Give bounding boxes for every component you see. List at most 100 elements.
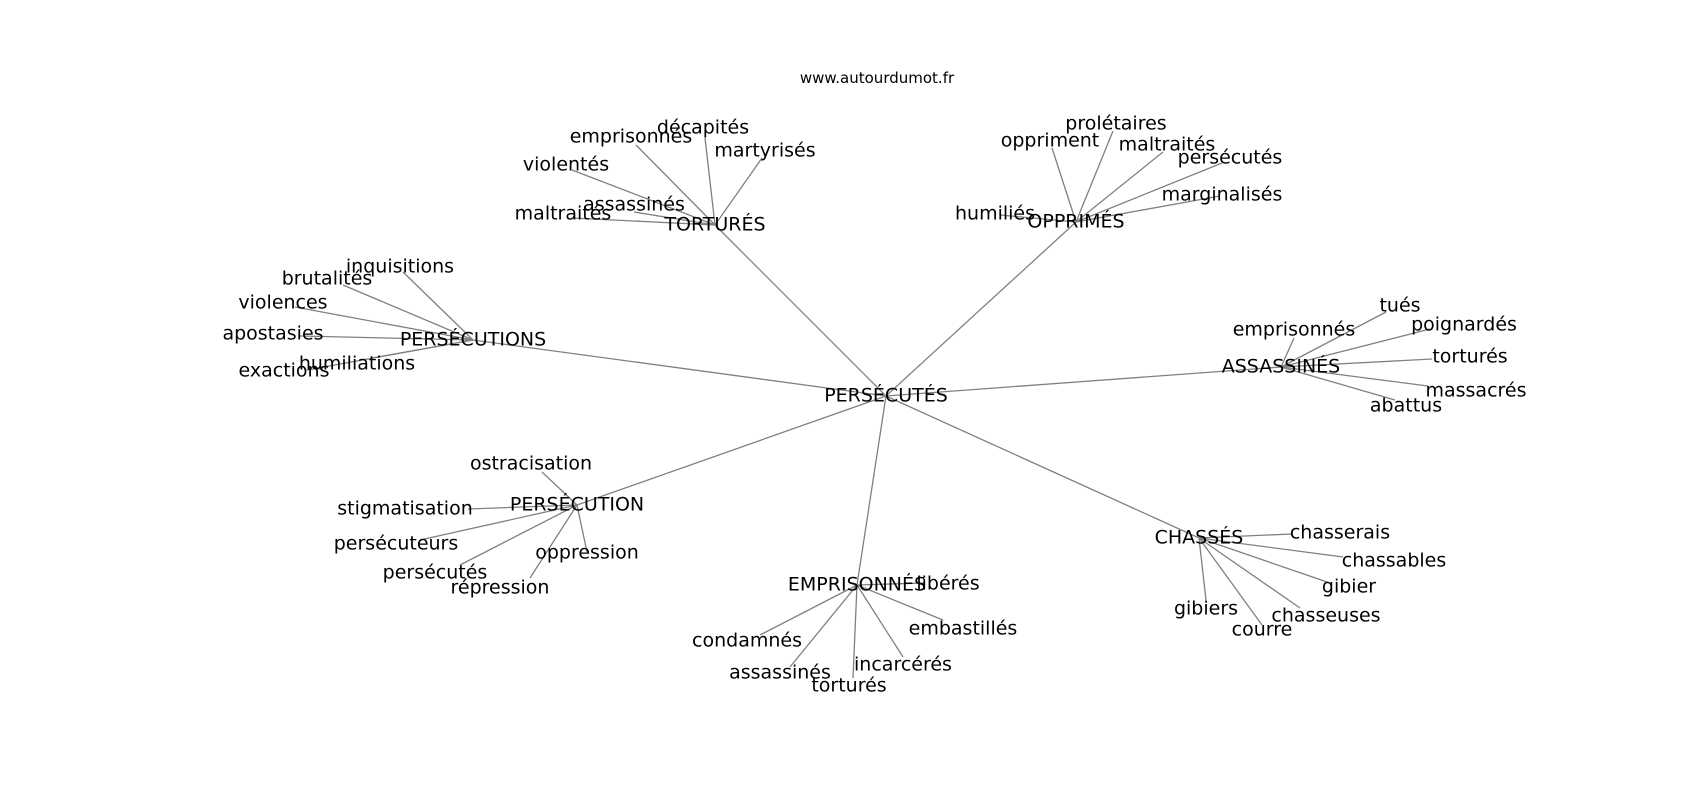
leaf-node-persecution-repression[interactable]: répression [451, 577, 550, 599]
leaf-node-opprimes-maltraites[interactable]: maltraités [1119, 134, 1216, 156]
edge-chasses-courre [1198, 537, 1263, 626]
leaf-node-opprimes-marginalises[interactable]: marginalisés [1162, 184, 1283, 206]
edge-persecutions-apostasies [299, 335, 474, 341]
leaf-node-persecutions-inquisitions[interactable]: inquisitions [346, 256, 454, 278]
edge-tortures-martyrises [714, 157, 763, 226]
edge-persecution-persecuteurs [419, 504, 578, 541]
leaf-node-chasses-chasserais[interactable]: chasserais [1290, 522, 1390, 544]
edge-persecution-repression [529, 504, 578, 579]
leaf-node-opprimes-oppriment[interactable]: oppriment [1001, 130, 1100, 152]
edge-assassines-tues [1280, 311, 1387, 368]
leaf-node-emprisonnes-tortures[interactable]: torturés [811, 675, 886, 697]
leaf-node-chasses-gibier[interactable]: gibier [1322, 576, 1376, 598]
leaf-node-persecutions-humiliations[interactable]: humiliations [299, 353, 415, 375]
edge-center-emprisonnes [856, 395, 887, 586]
leaf-node-emprisonnes-condamnes[interactable]: condamnés [692, 630, 802, 652]
edge-assassines-emprisonnes [1280, 337, 1295, 368]
edge-emprisonnes-tortures [852, 584, 858, 679]
edge-persecutions-violences [294, 306, 474, 341]
edge-opprimes-humilies [999, 214, 1077, 223]
leaf-node-tortures-violentes[interactable]: violentés [523, 154, 609, 176]
edge-assassines-poignardes [1280, 328, 1431, 368]
leaf-node-persecution-oppression[interactable]: oppression [535, 542, 639, 564]
leaf-node-persecution-ostracisation[interactable]: ostracisation [470, 453, 592, 475]
edge-tortures-violentes [571, 169, 716, 226]
site-url: www.autourdumot.fr [800, 69, 955, 87]
edge-tortures-maltraites [571, 217, 716, 226]
edge-assassines-tortures [1280, 358, 1433, 368]
leaf-node-emprisonnes-assassines[interactable]: assassinés [729, 662, 831, 684]
leaf-node-emprisonnes-embastilles[interactable]: embastillés [909, 618, 1018, 640]
hub-node-persecution[interactable]: PERSÉCUTION [510, 493, 644, 516]
hub-node-chasses[interactable]: CHASSÉS [1155, 526, 1244, 549]
leaf-node-persecutions-apostasies[interactable]: apostasies [222, 323, 323, 345]
leaf-node-persecution-persecutes[interactable]: persécutés [383, 562, 488, 584]
edge-emprisonnes-embastilles [856, 584, 944, 621]
leaf-node-chasses-chassables[interactable]: chassables [1342, 550, 1447, 572]
leaf-node-assassines-massacres[interactable]: massacrés [1425, 380, 1526, 402]
leaf-node-tortures-maltraites[interactable]: maltraités [515, 203, 612, 225]
edge-opprimes-persecutes [1075, 162, 1223, 223]
edge-chasses-chassables [1198, 537, 1344, 558]
graph-edges [294, 130, 1433, 679]
edge-emprisonnes-assassines [789, 584, 858, 668]
graph-labels: www.autourdumot.fr PERSÉCUTÉS TORTURÉS emp… [222, 69, 1526, 697]
edge-emprisonnes-liberes [856, 582, 926, 586]
edge-center-persecution [576, 395, 887, 506]
hub-node-tortures[interactable]: TORTURÉS [663, 213, 765, 236]
hub-node-persecutions[interactable]: PERSÉCUTIONS [400, 328, 546, 351]
edge-persecutions-inquisitions [402, 271, 474, 341]
center-node-label[interactable]: PERSÉCUTÉS [824, 384, 948, 407]
leaf-node-tortures-martyrises[interactable]: martyrisés [714, 140, 815, 162]
leaf-node-chasses-chasseuses[interactable]: chasseuses [1271, 605, 1380, 627]
edge-persecution-ostracisation [541, 471, 578, 506]
edge-assassines-abattus [1280, 366, 1396, 401]
edge-persecutions-exactions [306, 339, 474, 371]
leaf-node-assassines-poignardes[interactable]: poignardés [1411, 314, 1517, 336]
leaf-node-emprisonnes-incarceres[interactable]: incarcérés [854, 654, 952, 676]
leaf-node-persecution-persecuteurs[interactable]: persécuteurs [334, 533, 459, 555]
edge-center-chasses [885, 395, 1200, 539]
edge-emprisonnes-condamnes [759, 584, 858, 636]
hub-node-emprisonnes[interactable]: EMPRISONNÉS [788, 573, 926, 596]
edge-opprimes-maltraites [1075, 151, 1164, 223]
leaf-node-persecutions-violences[interactable]: violences [238, 292, 327, 314]
leaf-node-assassines-abattus[interactable]: abattus [1370, 395, 1442, 417]
edge-center-persecutions [472, 339, 887, 397]
edge-tortures-assassines [633, 211, 716, 226]
edge-chasses-gibier [1198, 537, 1331, 584]
leaf-node-opprimes-proletaires[interactable]: prolétaires [1065, 113, 1166, 135]
leaf-node-opprimes-persecutes[interactable]: persécutés [1178, 147, 1283, 169]
leaf-node-chasses-courre[interactable]: courre [1232, 619, 1293, 641]
leaf-node-tortures-emprisonnes[interactable]: emprisonnés [570, 126, 693, 148]
edge-persecution-oppression [576, 504, 588, 553]
leaf-node-emprisonnes-liberes[interactable]: libérés [916, 573, 979, 595]
leaf-node-assassines-tortures[interactable]: torturés [1432, 346, 1507, 368]
leaf-node-chasses-gibiers[interactable]: gibiers [1174, 598, 1238, 620]
leaf-node-tortures-assassines[interactable]: assassinés [583, 194, 685, 216]
edge-tortures-emprisonnes [635, 144, 716, 226]
edge-opprimes-proletaires [1075, 130, 1114, 223]
edge-assassines-massacres [1280, 366, 1429, 387]
edge-persecution-persecutes [459, 504, 578, 566]
leaf-node-persecution-stigmatisation[interactable]: stigmatisation [337, 498, 473, 520]
leaf-node-persecutions-exactions[interactable]: exactions [239, 360, 330, 382]
edge-emprisonnes-incarceres [856, 584, 904, 658]
leaf-node-persecutions-brutalites[interactable]: brutalités [282, 268, 373, 290]
edge-persecutions-brutalites [342, 284, 474, 341]
edge-opprimes-oppriment [1051, 147, 1077, 223]
edge-center-assassines [885, 366, 1282, 397]
hub-node-opprimes[interactable]: OPPRIMÉS [1027, 210, 1124, 233]
edge-chasses-gibiers [1198, 537, 1207, 601]
edge-chasses-chasserais [1198, 533, 1293, 539]
leaf-node-tortures-decapites[interactable]: décapités [657, 117, 749, 139]
edge-opprimes-marginalises [1075, 195, 1221, 223]
edge-persecution-stigmatisation [467, 504, 578, 510]
edge-chasses-chasseuses [1198, 537, 1301, 609]
edge-center-opprimes [885, 221, 1077, 397]
hub-node-assassines[interactable]: ASSASSINÉS [1222, 355, 1340, 378]
leaf-node-assassines-tues[interactable]: tués [1379, 295, 1420, 317]
leaf-node-opprimes-humilies[interactable]: humiliés [955, 203, 1035, 225]
leaf-node-assassines-emprisonnes[interactable]: emprisonnés [1233, 319, 1356, 341]
